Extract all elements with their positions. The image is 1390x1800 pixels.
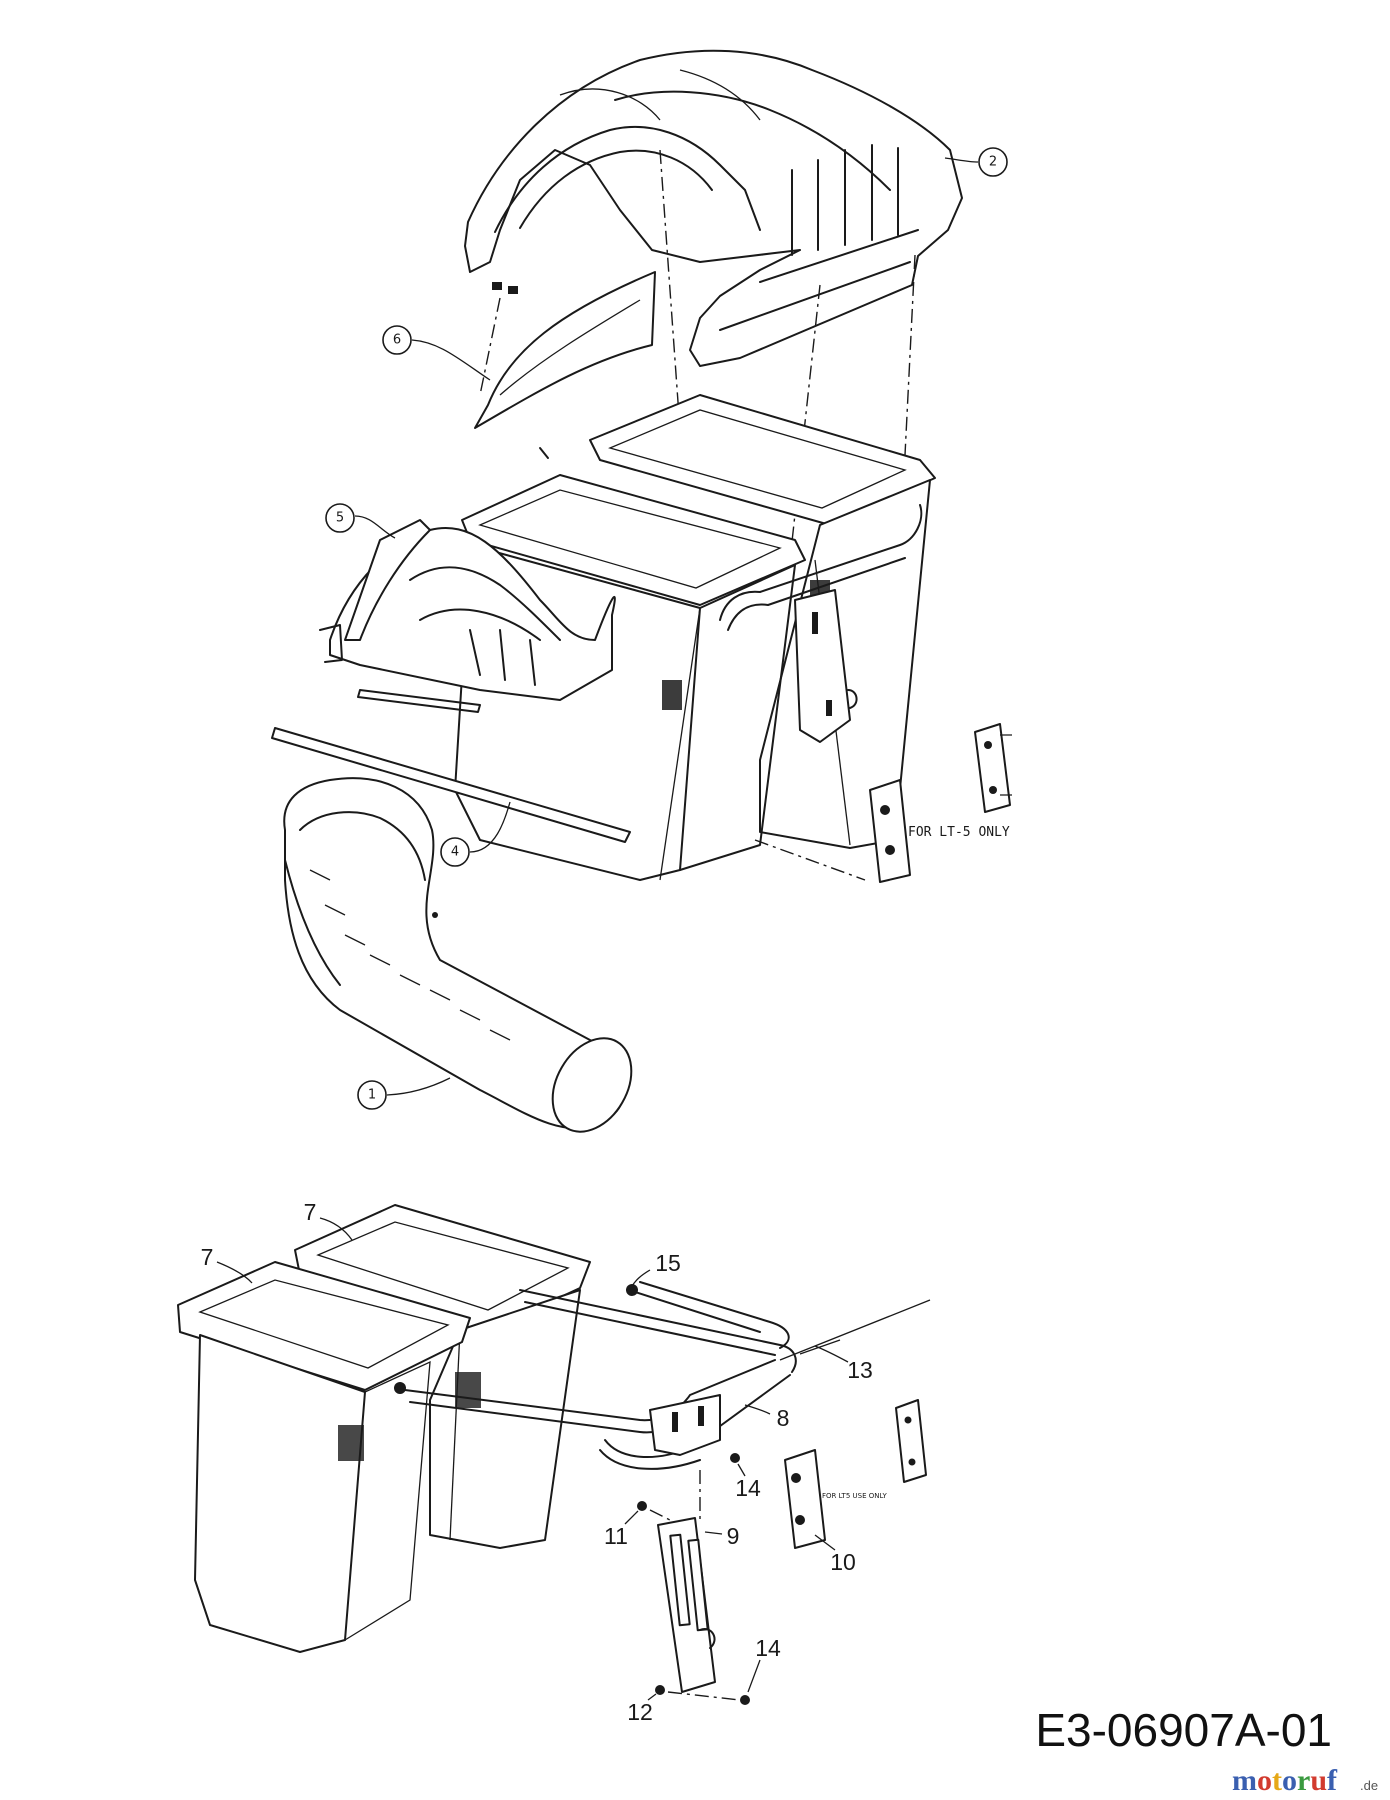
bag-frame-part (394, 1281, 797, 1470)
lt5-bracket-upper (869, 723, 1012, 883)
label-7-front: 7 (201, 1244, 253, 1284)
svg-text:8: 8 (777, 1405, 790, 1431)
label-11: 11 (604, 1510, 639, 1549)
callout-4: 4 (440, 801, 511, 867)
label-8: 8 (744, 1404, 790, 1431)
svg-text:2: 2 (989, 155, 997, 170)
deflector-plate-part (474, 271, 656, 429)
label-14-lower: 14 (747, 1635, 781, 1693)
label-7-rear: 7 (304, 1199, 353, 1241)
drawing-number: E3-06907A-01 (1035, 1704, 1332, 1756)
motoruf-watermark: motoruf .de (1232, 1764, 1378, 1797)
lt5-note-upper: FOR LT-5 ONLY (908, 825, 1010, 840)
bagger-cover-part (464, 49, 963, 367)
nut-14-lower (740, 1695, 750, 1705)
svg-text:4: 4 (451, 845, 459, 860)
lt5-note-lower: FOR LT5 USE ONLY (822, 1492, 887, 1500)
label-15: 15 (631, 1250, 681, 1287)
svg-text:10: 10 (830, 1549, 856, 1575)
chute-adapter-part (319, 519, 616, 713)
callout-6: 6 (382, 325, 491, 381)
lt5-bracket-lower (784, 1399, 927, 1549)
svg-text:6: 6 (393, 333, 401, 348)
svg-text:7: 7 (201, 1244, 214, 1270)
bolt-12 (655, 1685, 665, 1695)
nut-14-upper (730, 1453, 740, 1463)
label-14-upper: 14 (735, 1463, 761, 1501)
latch-bracket-part (657, 1517, 716, 1693)
svg-text:12: 12 (627, 1699, 653, 1725)
svg-text:15: 15 (655, 1250, 681, 1276)
callout-5: 5 (325, 503, 396, 539)
svg-text:motoruf: motoruf (1232, 1764, 1338, 1797)
bag-assembly-upper (454, 394, 936, 881)
svg-text:7: 7 (304, 1199, 317, 1225)
svg-text:11: 11 (604, 1523, 628, 1549)
bolt-11 (637, 1501, 647, 1511)
svg-text:14: 14 (755, 1635, 781, 1661)
svg-text:9: 9 (727, 1523, 740, 1549)
label-13: 13 (814, 1345, 873, 1383)
cable-part (779, 1299, 931, 1361)
svg-text:.de: .de (1360, 1778, 1378, 1793)
svg-text:1: 1 (368, 1088, 376, 1103)
svg-text:5: 5 (336, 511, 344, 526)
bag-pair-lower (177, 1204, 591, 1653)
label-10: 10 (814, 1534, 856, 1575)
callout-1: 1 (357, 1077, 451, 1110)
support-rod-part (271, 727, 631, 843)
discharge-tube-part (283, 777, 633, 1133)
callout-2: 2 (944, 147, 1008, 177)
label-9: 9 (704, 1523, 740, 1549)
label-12: 12 (627, 1693, 657, 1725)
svg-text:13: 13 (847, 1357, 873, 1383)
svg-text:14: 14 (735, 1475, 761, 1501)
